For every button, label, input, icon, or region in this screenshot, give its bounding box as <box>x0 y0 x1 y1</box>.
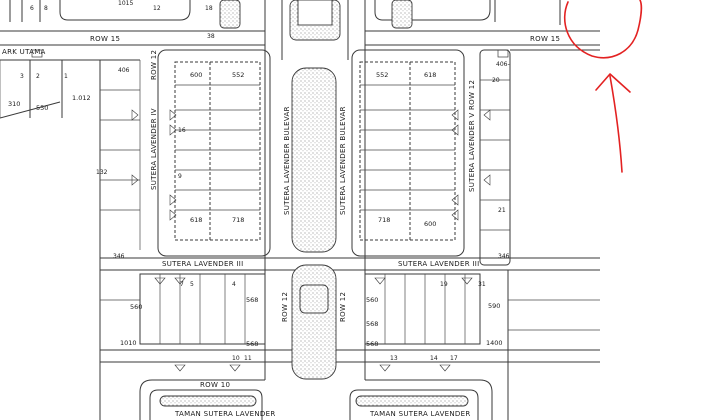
lot-number: 600 <box>190 71 202 79</box>
label-park-utama: ARK UTAMA <box>2 48 46 56</box>
lot-number: 7 <box>180 281 184 288</box>
lot-number: 12 <box>153 5 161 12</box>
lot-number: 1.012 <box>72 94 91 102</box>
lot-number: 16 <box>178 127 186 134</box>
label-taman-left: TAMAN SUTERA LAVENDER <box>174 410 276 418</box>
lot-number: 3 <box>20 73 24 80</box>
stippled-medians <box>159 0 469 407</box>
lot-number: 17 <box>450 355 458 362</box>
lot-number: 1 <box>64 73 68 80</box>
lot-number: 13 <box>390 355 398 362</box>
lot-number: 1015 <box>118 0 133 7</box>
lot-number: 8 <box>44 5 48 12</box>
lot-number: 550 <box>36 104 48 112</box>
lot-number: 9 <box>178 173 182 180</box>
lot-number: 38 <box>207 33 215 40</box>
lot-number: 618 <box>190 216 202 224</box>
label-row12-center-left: ROW 12 <box>281 292 289 322</box>
lot-number: 406 <box>118 67 130 74</box>
lot-number: 1400 <box>486 339 503 347</box>
lot-number: 10 <box>232 355 240 362</box>
label-sl-iii-right: SUTERA LAVENDER III <box>398 260 480 268</box>
lot-number: 21 <box>498 207 506 214</box>
annotation-arrow-head <box>595 73 631 93</box>
lot-number: 568 <box>366 320 378 328</box>
label-row12-center-right: ROW 12 <box>339 292 347 322</box>
lot-markers <box>131 109 491 372</box>
lot-number: 560 <box>130 303 142 311</box>
lot-number: 2 <box>36 73 40 80</box>
label-sl-v: SUTERA LAVENDER V <box>468 113 476 193</box>
label-taman-right: TAMAN SUTERA LAVENDER <box>369 410 471 418</box>
label-row12-right: ROW 12 <box>468 80 476 110</box>
label-row15-right: ROW 15 <box>530 35 560 43</box>
label-row12-left: ROW 12 <box>150 50 158 80</box>
lot-number: 19 <box>440 281 448 288</box>
lot-number: 568 <box>366 340 378 348</box>
lot-number: 1010 <box>120 339 137 347</box>
lot-number: 31 <box>478 281 486 288</box>
label-boulevard-left: SUTERA LAVENDER BULEVAR <box>283 106 291 215</box>
lot-number: 4 <box>232 281 236 288</box>
lot-number: 132 <box>96 169 108 176</box>
lot-number: 14 <box>430 355 438 362</box>
lot-number: 11 <box>244 355 252 362</box>
lot-number: 5 <box>190 281 194 288</box>
boxed-markers <box>31 49 509 58</box>
lot-number: 568 <box>246 340 258 348</box>
lot-number: 6 <box>30 5 34 12</box>
label-sl-iv: SUTERA LAVENDER IV <box>150 108 158 190</box>
label-boulevard-right: SUTERA LAVENDER BULEVAR <box>339 106 347 215</box>
lot-number: 406- <box>496 61 510 68</box>
lot-number: 310 <box>8 100 20 108</box>
label-row15-left: ROW 15 <box>90 35 120 43</box>
lot-number: 552 <box>232 71 244 79</box>
lot-number: 590 <box>488 302 500 310</box>
lot-number: 346 <box>113 253 125 260</box>
annotation-arrow-line <box>609 75 623 173</box>
label-row10: ROW 10 <box>200 381 230 389</box>
lot-number: 560 <box>366 296 378 304</box>
lot-number: 552 <box>376 71 388 79</box>
lot-number-labels: 6 8 1015 12 18 38 3 2 1 310 550 1.012 40… <box>8 0 510 362</box>
label-sl-iii-left: SUTERA LAVENDER III <box>162 260 244 268</box>
red-circle-annotation <box>564 0 643 173</box>
lot-number: 600 <box>424 220 436 228</box>
lot-number: 346 <box>498 253 510 260</box>
lot-number: 718 <box>378 216 390 224</box>
lot-number: 20 <box>492 77 500 84</box>
lot-number: 18 <box>205 5 213 12</box>
lot-number: 718 <box>232 216 244 224</box>
lot-number: 618 <box>424 71 436 79</box>
lot-number: 568 <box>246 296 258 304</box>
road-labels: ROW 15 ROW 15 ARK UTAMA ROW 12 SUTERA LA… <box>2 35 560 418</box>
annotation-circle <box>564 0 643 59</box>
lot-grid <box>0 60 600 344</box>
